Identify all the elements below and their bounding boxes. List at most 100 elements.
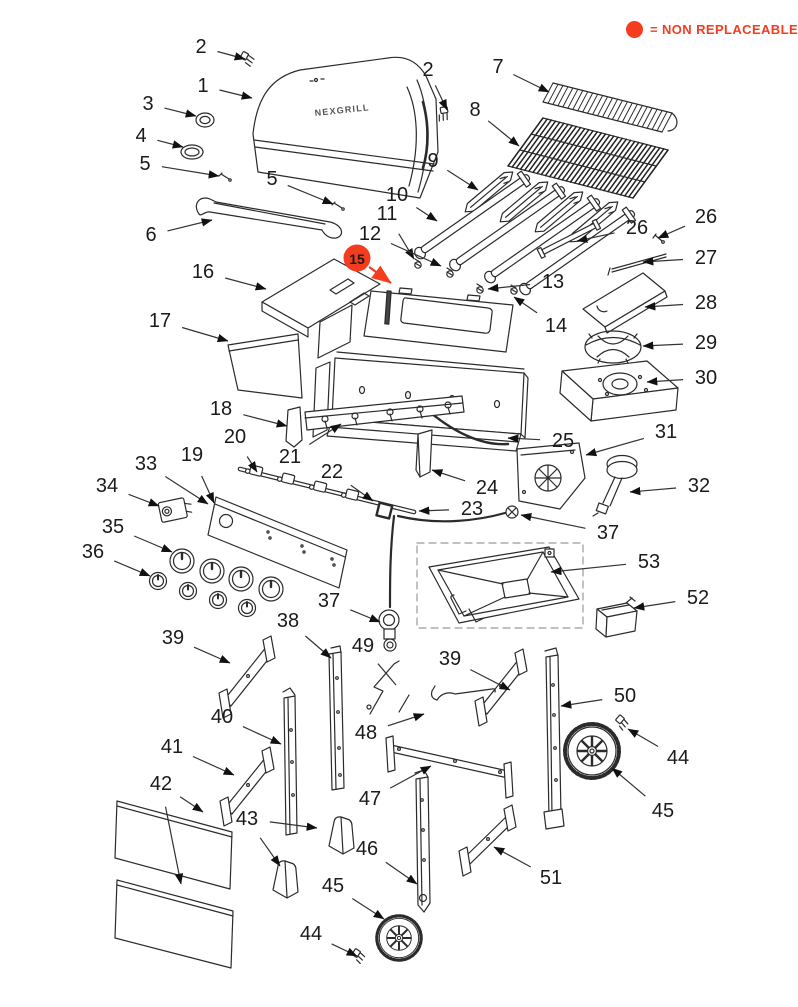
highlight-number: 15 bbox=[349, 251, 365, 267]
burner-screw bbox=[510, 284, 518, 295]
regulator bbox=[378, 609, 400, 652]
part-number-42: 42 bbox=[150, 773, 172, 795]
part-number-17: 17 bbox=[149, 310, 171, 332]
leader-line bbox=[385, 861, 418, 885]
leader-line bbox=[387, 713, 425, 727]
small-screw bbox=[331, 201, 345, 211]
legend-text: = NON REPLACEABLE bbox=[650, 22, 798, 37]
part-number-28: 28 bbox=[695, 292, 717, 314]
part-number-39: 39 bbox=[439, 648, 461, 670]
side-burner-hose bbox=[396, 511, 507, 523]
shield-bracket-right bbox=[415, 429, 433, 478]
burner-tube bbox=[519, 206, 637, 296]
leader-line bbox=[646, 377, 684, 386]
side-burner-trivet bbox=[584, 330, 642, 364]
part-number-5: 5 bbox=[139, 153, 150, 175]
leader-line bbox=[644, 302, 684, 311]
cross-rail bbox=[385, 735, 514, 799]
cooking-grate bbox=[507, 117, 669, 199]
part-number-12: 12 bbox=[359, 223, 381, 245]
part-number-43: 43 bbox=[236, 808, 258, 830]
burner-screw bbox=[476, 283, 484, 294]
lid-bolt bbox=[438, 106, 449, 122]
leader-line bbox=[225, 277, 267, 291]
cross-brace bbox=[458, 804, 517, 877]
small-screw bbox=[218, 172, 232, 182]
cross-brace bbox=[474, 648, 528, 727]
leader-line bbox=[179, 796, 204, 813]
part-number-2: 2 bbox=[195, 36, 206, 58]
igniter-wires bbox=[366, 660, 496, 715]
control-knob bbox=[258, 576, 284, 602]
leader-line bbox=[585, 437, 645, 457]
leader-line bbox=[434, 85, 448, 111]
part-number-18: 18 bbox=[210, 398, 232, 420]
part-number-45: 45 bbox=[652, 800, 674, 822]
door-panel bbox=[114, 879, 234, 969]
side-shelf bbox=[261, 258, 381, 338]
leader-line bbox=[627, 728, 659, 748]
leader-line bbox=[657, 225, 686, 239]
part-number-47: 47 bbox=[359, 788, 381, 810]
part-number-44: 44 bbox=[667, 747, 689, 769]
part-number-5: 5 bbox=[266, 168, 277, 190]
leader-line bbox=[611, 767, 646, 797]
part-number-36: 36 bbox=[82, 541, 104, 563]
leader-line bbox=[513, 296, 538, 314]
leader-line bbox=[350, 484, 374, 502]
part-number-19: 19 bbox=[181, 444, 203, 466]
burner-screw bbox=[446, 267, 454, 278]
cross-brace bbox=[219, 746, 275, 827]
part-number-31: 31 bbox=[655, 421, 677, 443]
part-number-46: 46 bbox=[356, 838, 378, 860]
leader-line bbox=[513, 73, 550, 93]
leader-line bbox=[246, 456, 258, 473]
control-knob bbox=[169, 548, 195, 574]
burner-screw bbox=[414, 258, 422, 269]
carryover-tube bbox=[536, 218, 602, 259]
axle-bolt bbox=[351, 948, 366, 965]
caster-foot bbox=[272, 860, 299, 899]
part-number-26: 26 bbox=[626, 217, 648, 239]
cart-leg-rear-right bbox=[543, 647, 565, 830]
control-knob bbox=[199, 558, 225, 584]
leader-line bbox=[164, 806, 184, 885]
part-number-37: 37 bbox=[318, 590, 340, 612]
control-knob-small bbox=[148, 571, 168, 591]
leader-line bbox=[219, 89, 253, 100]
grease-tray-outline bbox=[416, 542, 584, 629]
leader-line bbox=[164, 107, 197, 118]
leader-line bbox=[389, 765, 432, 789]
igniter-module bbox=[157, 497, 193, 523]
flame-tamer bbox=[499, 181, 549, 223]
part-number-27: 27 bbox=[695, 247, 717, 269]
heat-shield bbox=[304, 395, 465, 431]
leader-line bbox=[243, 414, 288, 428]
leader-line bbox=[217, 50, 246, 61]
part-number-24: 24 bbox=[476, 477, 498, 499]
non-replaceable-dot-icon bbox=[626, 21, 643, 38]
leader-line bbox=[487, 283, 531, 293]
part-number-25: 25 bbox=[552, 430, 574, 452]
part-number-40: 40 bbox=[211, 706, 233, 728]
part-number-14: 14 bbox=[545, 315, 567, 337]
part-number-53: 53 bbox=[638, 551, 660, 573]
part-number-39: 39 bbox=[162, 627, 184, 649]
part-number-38: 38 bbox=[277, 610, 299, 632]
part-number-9: 9 bbox=[427, 150, 438, 172]
leader-line bbox=[201, 475, 215, 504]
leader-line bbox=[269, 821, 318, 831]
burner-tube bbox=[449, 182, 567, 272]
leader-line bbox=[431, 469, 466, 482]
part-number-35: 35 bbox=[102, 516, 124, 538]
leader-line bbox=[193, 646, 231, 664]
leader-line bbox=[259, 837, 281, 867]
leader-lines bbox=[113, 50, 686, 957]
flame-tamer bbox=[534, 191, 584, 233]
leader-line bbox=[470, 669, 511, 691]
control-knob bbox=[228, 566, 254, 592]
part-number-21: 21 bbox=[279, 446, 301, 468]
part-number-11: 11 bbox=[377, 203, 398, 225]
gasket-ring bbox=[180, 144, 204, 160]
